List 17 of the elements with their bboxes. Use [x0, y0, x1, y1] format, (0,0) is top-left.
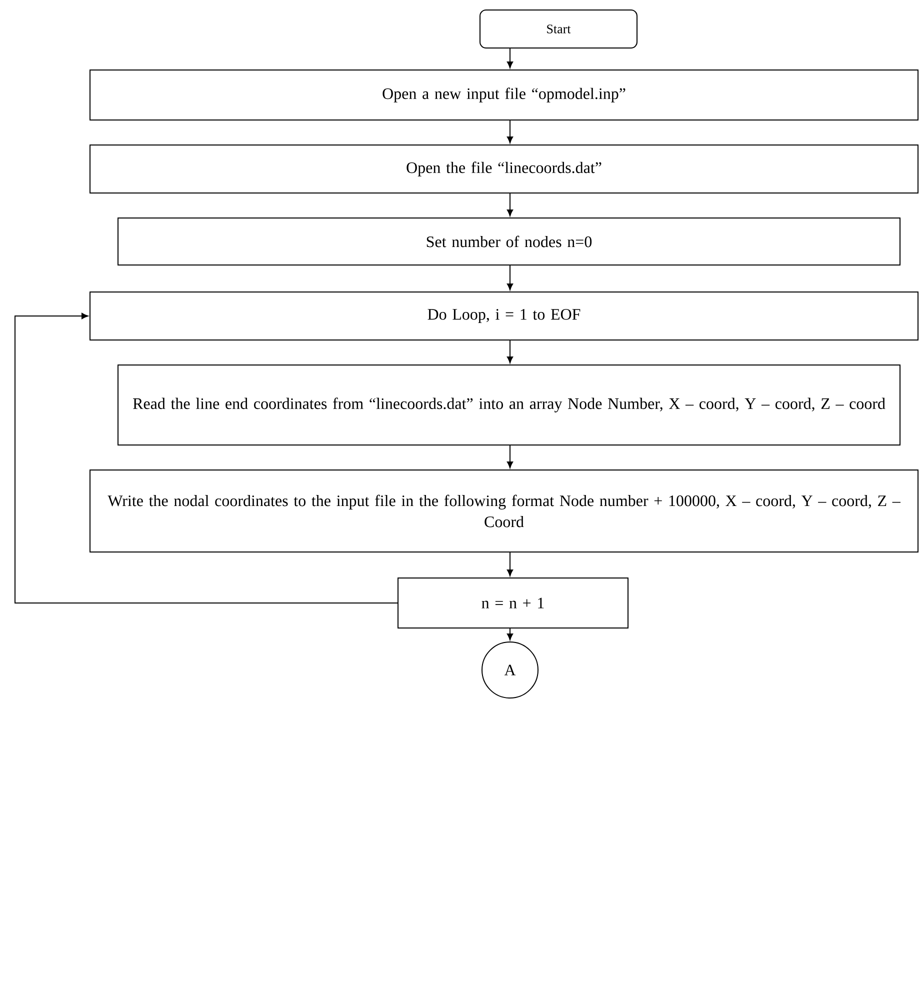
arrow — [506, 445, 514, 468]
process-box: Set number of nodes n=0 — [118, 218, 901, 266]
arrow — [506, 120, 514, 144]
arrow — [14, 312, 398, 604]
arrow — [506, 340, 514, 364]
process-box: Do Loop, i = 1 to EOF — [90, 292, 919, 340]
process-box: Write the nodal coordinates to the input file in the following format Node number + 100000, X – coord, Y – coord, Z – Coord — [90, 470, 919, 552]
arrow — [506, 193, 514, 216]
process-box: n = n + 1 — [398, 578, 628, 628]
arrow — [506, 265, 514, 290]
arrow — [506, 628, 514, 640]
arrow — [506, 552, 514, 576]
start-terminal: Start — [480, 10, 638, 48]
process-box: Open the file “linecoords.dat” — [90, 144, 919, 194]
process-box: Read the line end coordinates from “linecoords.dat” into an array Node Number, X – coord, Y – coord, Z – coord — [118, 364, 901, 446]
process-box: Open a new input file “opmodel.inp” — [90, 70, 919, 120]
arrow — [506, 48, 514, 68]
